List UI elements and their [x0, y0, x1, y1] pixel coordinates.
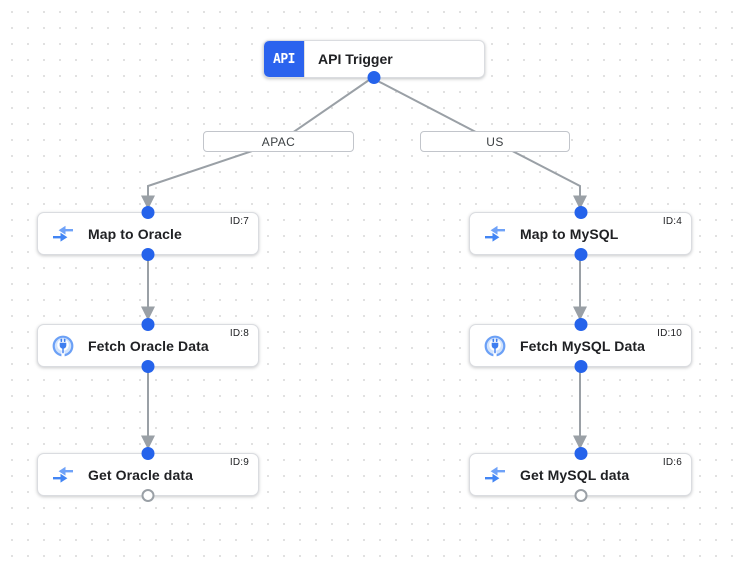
node-map-to-mysql[interactable]: ID:4 Map to MySQL [469, 206, 692, 261]
edge-trigger-to-map-oracle [141, 77, 373, 210]
node-id-badge: ID:9 [229, 457, 249, 468]
connector-icon [483, 334, 507, 358]
node-title: Map to Oracle [88, 225, 182, 242]
node-input-port[interactable] [574, 206, 587, 219]
edge-label-us-text: US [486, 134, 504, 149]
edge-trigger-to-map-mysql [371, 77, 587, 210]
connector-icon [51, 334, 75, 358]
node-output-port[interactable] [141, 248, 155, 261]
node-output-port-unconnected[interactable] [574, 489, 587, 502]
node-id-badge: ID:7 [229, 216, 249, 227]
api-trigger-output-port[interactable] [367, 71, 381, 84]
node-map-to-oracle[interactable]: ID:7 Map to Oracle [37, 206, 259, 261]
node-title: Get Oracle data [88, 466, 193, 483]
node-output-port[interactable] [141, 360, 155, 373]
node-output-port[interactable] [574, 360, 587, 373]
node-id-badge: ID:6 [662, 457, 682, 468]
api-trigger-icon: API [264, 41, 304, 77]
node-input-port[interactable] [141, 447, 155, 460]
node-fetch-mysql-data[interactable]: ID:10 Fetch MySQL Data [469, 318, 692, 373]
data-mapping-icon [51, 463, 75, 487]
node-get-mysql-data[interactable]: ID:6 Get MySQL data [469, 447, 692, 502]
node-input-port[interactable] [141, 206, 155, 219]
node-id-badge: ID:8 [229, 328, 249, 339]
node-title: Fetch Oracle Data [88, 337, 209, 354]
data-mapping-icon [483, 463, 507, 487]
data-mapping-icon [51, 222, 75, 246]
node-input-port[interactable] [574, 447, 587, 460]
node-title: Map to MySQL [520, 225, 619, 242]
node-id-badge: ID:4 [662, 216, 682, 227]
edge-label-apac-text: APAC [261, 134, 296, 149]
node-title: Fetch MySQL Data [520, 337, 646, 354]
data-mapping-icon [483, 222, 507, 246]
node-output-port-unconnected[interactable] [141, 489, 155, 502]
node-fetch-oracle-data[interactable]: ID:8 Fetch Oracle Data [37, 318, 259, 373]
node-input-port[interactable] [574, 318, 587, 331]
node-input-port[interactable] [141, 318, 155, 331]
api-trigger-node[interactable]: API API Trigger [263, 40, 485, 84]
node-id-badge: ID:10 [657, 328, 682, 339]
node-output-port[interactable] [574, 248, 587, 261]
api-trigger-title: API Trigger [304, 41, 393, 77]
node-get-oracle-data[interactable]: ID:9 Get Oracle data [37, 447, 259, 502]
edge-label-us[interactable]: US [420, 131, 570, 152]
edge-label-apac[interactable]: APAC [203, 131, 354, 152]
node-title: Get MySQL data [520, 466, 630, 483]
